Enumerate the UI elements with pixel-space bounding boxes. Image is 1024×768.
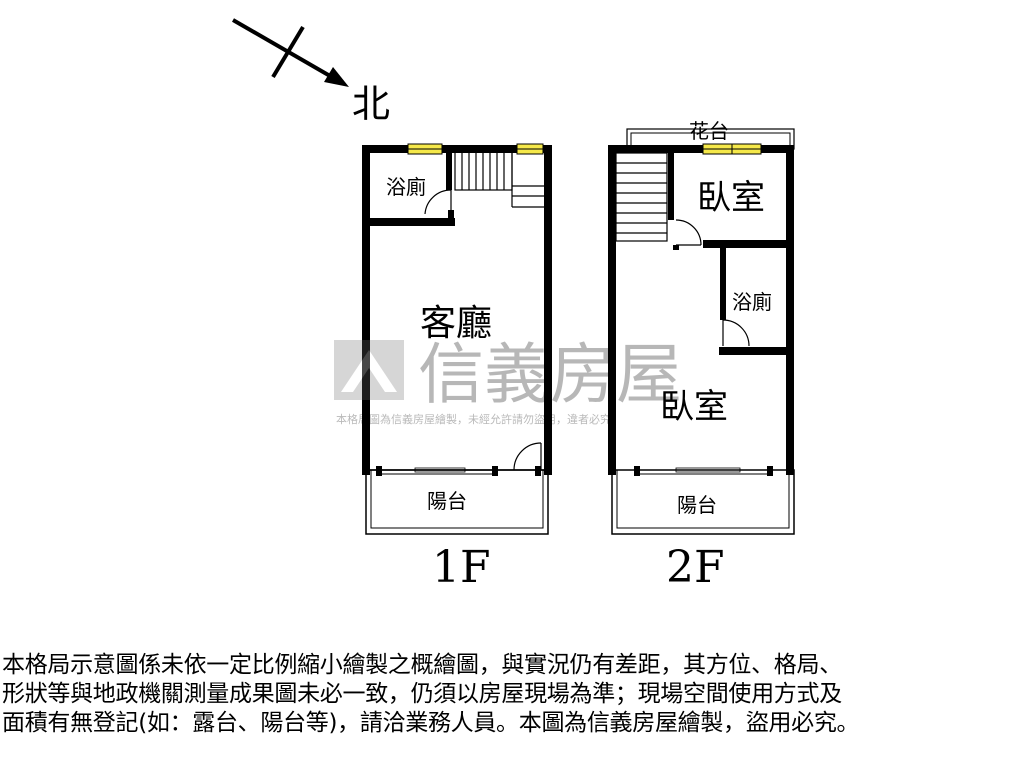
floor-2f-label: 2F <box>666 542 725 593</box>
north-label: 北 <box>352 82 390 126</box>
watermark: 信義房屋 本格局圖為信義房屋繪製，未經允許請勿盜用，違者必究 <box>334 336 682 426</box>
disclaimer-line-1: 本格局示意圖係未依一定比例縮小繪製之概繪圖，與實況仍有差距，其方位、格局、 <box>2 652 842 678</box>
stairs-1f <box>454 151 545 208</box>
watermark-logo-icon <box>334 340 404 400</box>
room-1f-balcony: 陽台 <box>427 489 467 513</box>
room-2f-bedroom-top: 臥室 <box>697 178 765 218</box>
north-arrow-icon <box>232 18 349 87</box>
room-2f-bath: 浴廁 <box>732 290 772 314</box>
disclaimer-line-3: 面積有無登記(如：露台、陽台等)，請洽業務人員。本圖為信義房屋繪製，盜用必究。 <box>2 710 860 736</box>
floor-2f <box>608 128 795 535</box>
disclaimer-line-2: 形狀等與地政機關測量成果圖未必一致，仍須以房屋現場為準；現場空間使用方式及 <box>2 681 842 707</box>
room-2f-balcony: 陽台 <box>677 493 717 517</box>
floor-1f-label: 1F <box>432 542 491 593</box>
watermark-small: 本格局圖為信義房屋繪製，未經允許請勿盜用，違者必究 <box>336 412 611 426</box>
room-1f-bath: 浴廁 <box>386 175 426 199</box>
floor-1f <box>362 143 552 535</box>
room-1f-living: 客廳 <box>420 303 492 344</box>
stairs-2f <box>615 152 668 242</box>
watermark-brand: 信義房屋 <box>418 336 682 413</box>
room-2f-bedroom-main: 臥室 <box>660 387 728 427</box>
disclaimer: 本格局示意圖係未依一定比例縮小繪製之概繪圖，與實況仍有差距，其方位、格局、 形狀… <box>2 651 1022 738</box>
floor-plan: 北 <box>232 18 795 593</box>
room-2f-planter: 花台 <box>689 119 729 143</box>
